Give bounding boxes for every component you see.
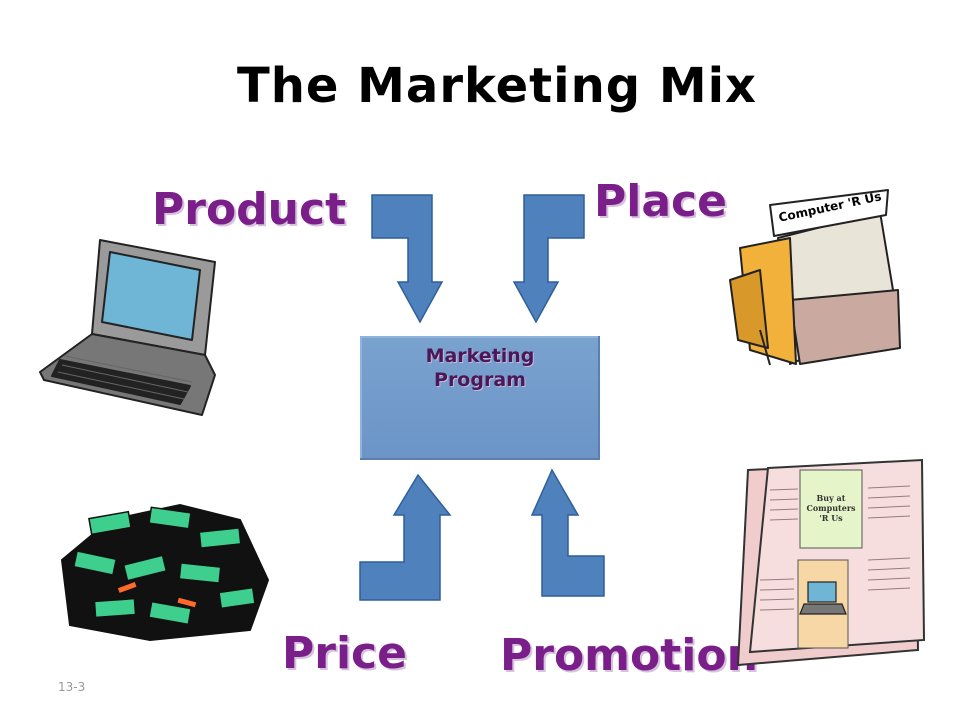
slide-title: The Marketing Mix	[236, 58, 757, 114]
laptop-icon	[39, 239, 216, 416]
money-pile-icon	[58, 495, 270, 643]
label-product: Product	[152, 184, 347, 235]
ad-line-1: Buy at	[816, 493, 846, 503]
arrow-product	[371, 194, 444, 324]
label-promotion: Promotion	[500, 630, 758, 681]
newspaper-icon	[736, 458, 926, 667]
arrow-promotion	[530, 468, 605, 597]
marketing-program-box	[360, 336, 600, 460]
label-place: Place	[594, 176, 727, 227]
ad-line-3: 'R Us	[819, 513, 843, 523]
slide-number: 13-3	[58, 680, 86, 694]
center-line-1: Marketing	[425, 345, 535, 367]
store-icon	[729, 189, 901, 366]
arrow-place	[512, 194, 585, 324]
ad-line-2: Computers	[806, 503, 856, 513]
center-line-2: Program	[434, 369, 526, 391]
newspaper-ad-text: Buy at Computers 'R Us	[800, 493, 862, 523]
label-price: Price	[282, 628, 407, 679]
arrow-price	[359, 473, 452, 601]
marketing-program-label: Marketing Program	[360, 344, 600, 392]
